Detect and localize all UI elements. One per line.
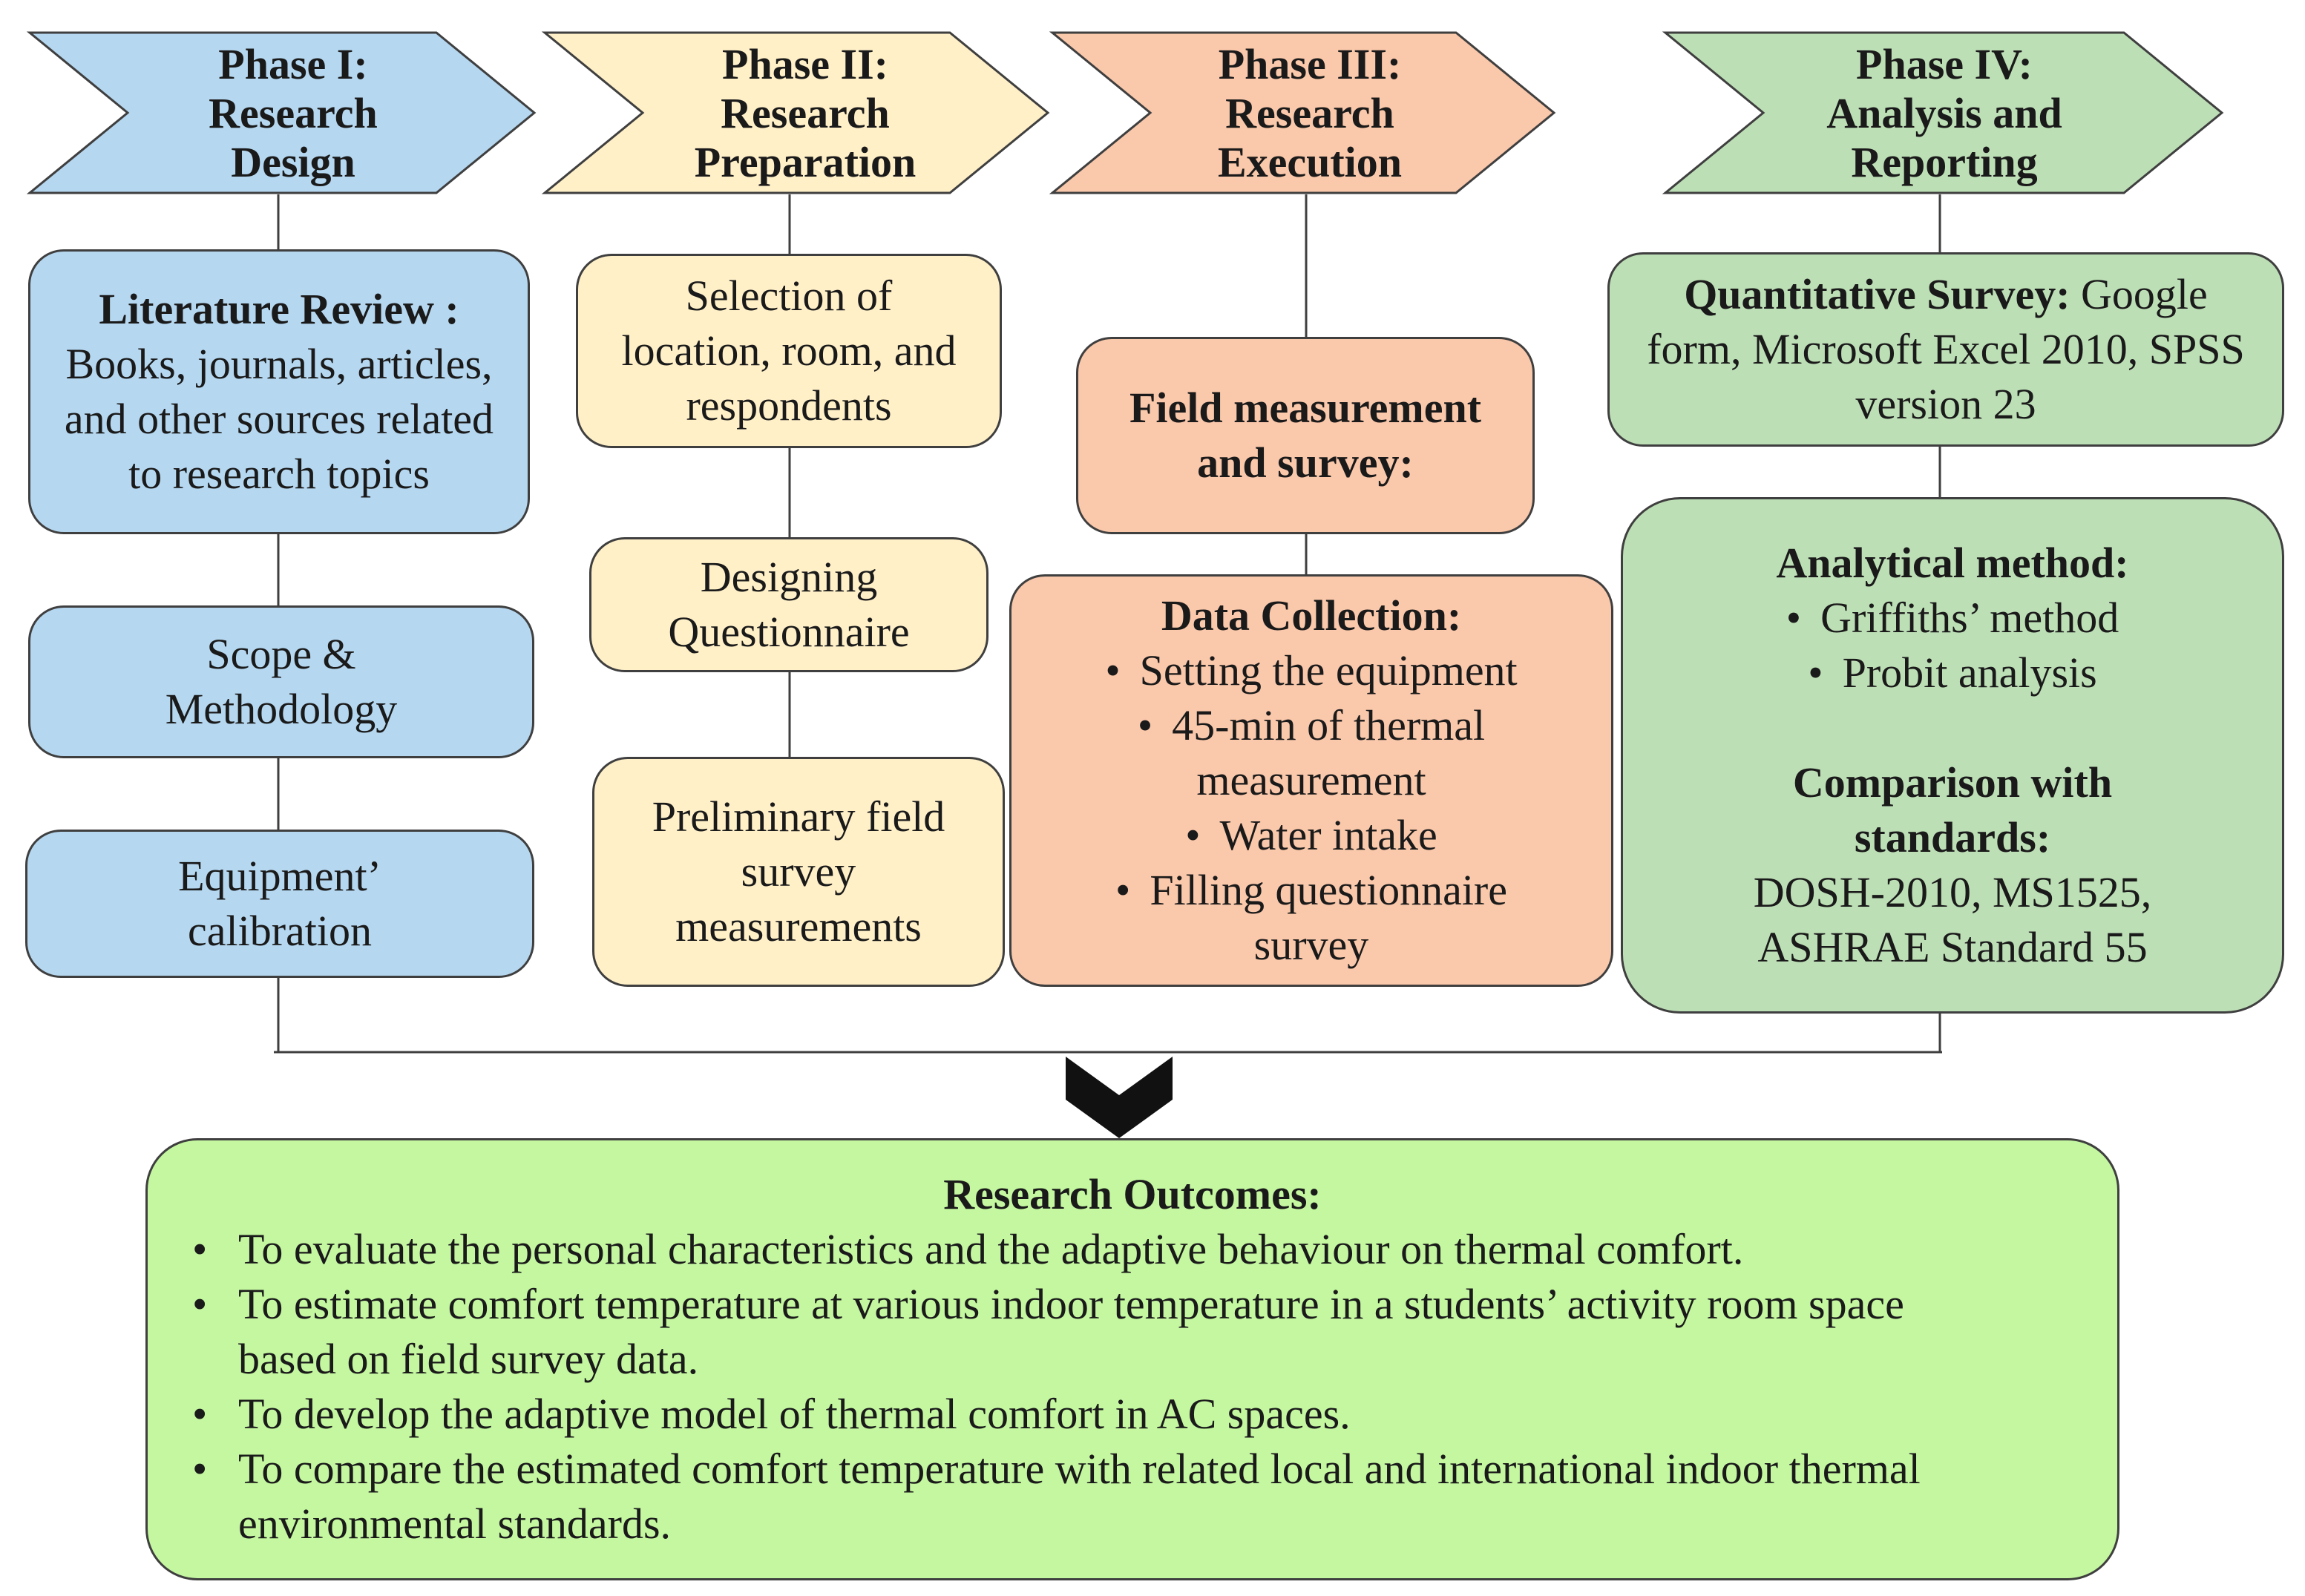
phase-4-chevron	[1662, 31, 2224, 194]
analytical-method-item: • Griffiths’ method	[1786, 591, 2119, 646]
analysis-box: Analytical method: • Griffiths’ method • P…	[1621, 497, 2284, 1014]
selection-text: Selection of location, room, and respond…	[621, 272, 957, 430]
research-outcome-item: • To compare the estimated comfort temper…	[192, 1442, 2073, 1551]
research-outcome-text: To estimate comfort temperature at vario…	[238, 1280, 1904, 1383]
analytical-method-list: • Griffiths’ method • Probit analysis	[1786, 591, 2119, 700]
literature-review-text: Books, journals, articles, and other sou…	[64, 340, 494, 498]
scope-methodology-text: Scope & Methodology	[165, 630, 398, 733]
data-collection-item-text: Water intake	[1219, 811, 1437, 859]
bullet-icon: •	[1185, 811, 1201, 859]
research-outcomes-title: Research Outcomes:	[943, 1170, 1322, 1218]
bullet-icon: •	[192, 1390, 208, 1438]
data-collection-box: Data Collection: • Setting the equipment …	[1009, 574, 1613, 987]
literature-review-title: Literature Review :	[99, 285, 459, 333]
phase-3-line-1: Phase III:	[1218, 40, 1402, 88]
research-outcome-item: • To develop the adaptive model of therma…	[192, 1387, 2073, 1442]
phase-1-chevron	[26, 31, 537, 194]
bullet-icon: •	[192, 1445, 208, 1493]
phase-4-line-2: Analysis and	[1826, 89, 2062, 137]
bullet-icon: •	[192, 1280, 208, 1328]
research-outcome-text: To develop the adaptive model of thermal…	[238, 1390, 1351, 1438]
comparison-text: DOSH-2010, MS1525, ASHRAE Standard 55	[1753, 868, 2152, 971]
data-collection-item-text: Setting the equipment	[1139, 646, 1518, 694]
data-collection-item: • 45-min of thermal measurement	[1041, 698, 1581, 808]
phase-2-line-2: Research	[721, 89, 890, 137]
analytical-method-item-text: Probit analysis	[1842, 648, 2097, 697]
preliminary-survey-text: Preliminary field survey measurements	[652, 792, 945, 950]
phase-2-header: Phase II: Research Preparation	[638, 36, 972, 191]
comparison-title: Comparison with standards:	[1792, 758, 2113, 861]
analytical-method-item-text: Griffiths’ method	[1820, 594, 2119, 642]
down-arrow-icon	[1066, 1057, 1173, 1138]
data-collection-list: • Setting the equipment • 45-min of therma…	[1041, 643, 1581, 973]
phase-2-chevron	[541, 31, 1050, 194]
selection-box: Selection of location, room, and respond…	[576, 254, 1002, 448]
phase-3-header: Phase III: Research Execution	[1147, 36, 1473, 191]
phase-4-header: Phase IV: Analysis and Reporting	[1759, 36, 2130, 191]
preliminary-survey-box: Preliminary field survey measurements	[592, 757, 1005, 987]
bullet-icon: •	[1808, 648, 1823, 697]
bullet-icon: •	[1786, 594, 1802, 642]
research-outcome-text: To evaluate the personal characteristics…	[238, 1225, 1744, 1273]
quantitative-survey-box: Quantitative Survey: Google form, Micros…	[1607, 252, 2284, 447]
research-outcomes-list: • To evaluate the personal characteristic…	[192, 1222, 2073, 1551]
phase-3-chevron	[1049, 31, 1556, 194]
bullet-icon: •	[1115, 866, 1131, 914]
data-collection-item-text: 45-min of thermal measurement	[1172, 701, 1486, 804]
data-collection-item: • Water intake	[1041, 808, 1581, 863]
analytical-method-item: • Probit analysis	[1786, 646, 2119, 700]
data-collection-item: • Setting the equipment	[1041, 643, 1581, 698]
scope-methodology-box: Scope & Methodology	[28, 605, 534, 758]
designing-questionnaire-text: Designing Questionnaire	[668, 553, 910, 656]
phase-3-line-2: Research	[1225, 89, 1394, 137]
quantitative-survey-content: Quantitative Survey: Google form, Micros…	[1639, 267, 2252, 432]
equipment-calibration-box: Equipment’ calibration	[25, 830, 534, 978]
data-collection-item-text: Filling questionnaire survey	[1150, 866, 1507, 969]
data-collection-item: • Filling questionnaire survey	[1041, 863, 1581, 973]
quantitative-survey-title: Quantitative Survey:	[1684, 270, 2070, 318]
phase-2-line-3: Preparation	[694, 138, 917, 186]
phase-1-line-2: Research	[209, 89, 378, 137]
field-measurement-text: Field measurement and survey:	[1129, 384, 1482, 487]
research-outcome-item: • To evaluate the personal characteristic…	[192, 1222, 2073, 1277]
phase-4-line-3: Reporting	[1851, 138, 2038, 186]
phase-2-line-1: Phase II:	[722, 40, 888, 88]
field-measurement-box: Field measurement and survey:	[1076, 337, 1535, 534]
analytical-method-title: Analytical method:	[1776, 539, 2129, 587]
bullet-icon: •	[1137, 701, 1153, 749]
phase-1-line-3: Design	[231, 138, 355, 186]
phase-4-line-1: Phase IV:	[1856, 40, 2033, 88]
phase-1-header: Phase I: Research Design	[126, 36, 460, 191]
phase-3-line-3: Execution	[1217, 138, 1403, 186]
quantitative-survey-text: Google form, Microsoft Excel 2010, SPSS …	[1647, 270, 2245, 428]
bullet-icon: •	[1105, 646, 1121, 694]
research-outcomes-box: Research Outcomes: • To evaluate the pers…	[145, 1138, 2119, 1580]
bullet-icon: •	[192, 1225, 208, 1273]
research-outcome-item: • To estimate comfort temperature at vari…	[192, 1277, 2073, 1387]
phase-1-line-1: Phase I:	[218, 40, 368, 88]
equipment-calibration-text: Equipment’ calibration	[178, 852, 381, 955]
research-outcome-text: To compare the estimated comfort tempera…	[238, 1445, 1921, 1548]
designing-questionnaire-box: Designing Questionnaire	[589, 537, 988, 672]
literature-review-box: Literature Review : Books, journals, art…	[28, 249, 530, 534]
data-collection-title: Data Collection:	[1161, 591, 1462, 640]
